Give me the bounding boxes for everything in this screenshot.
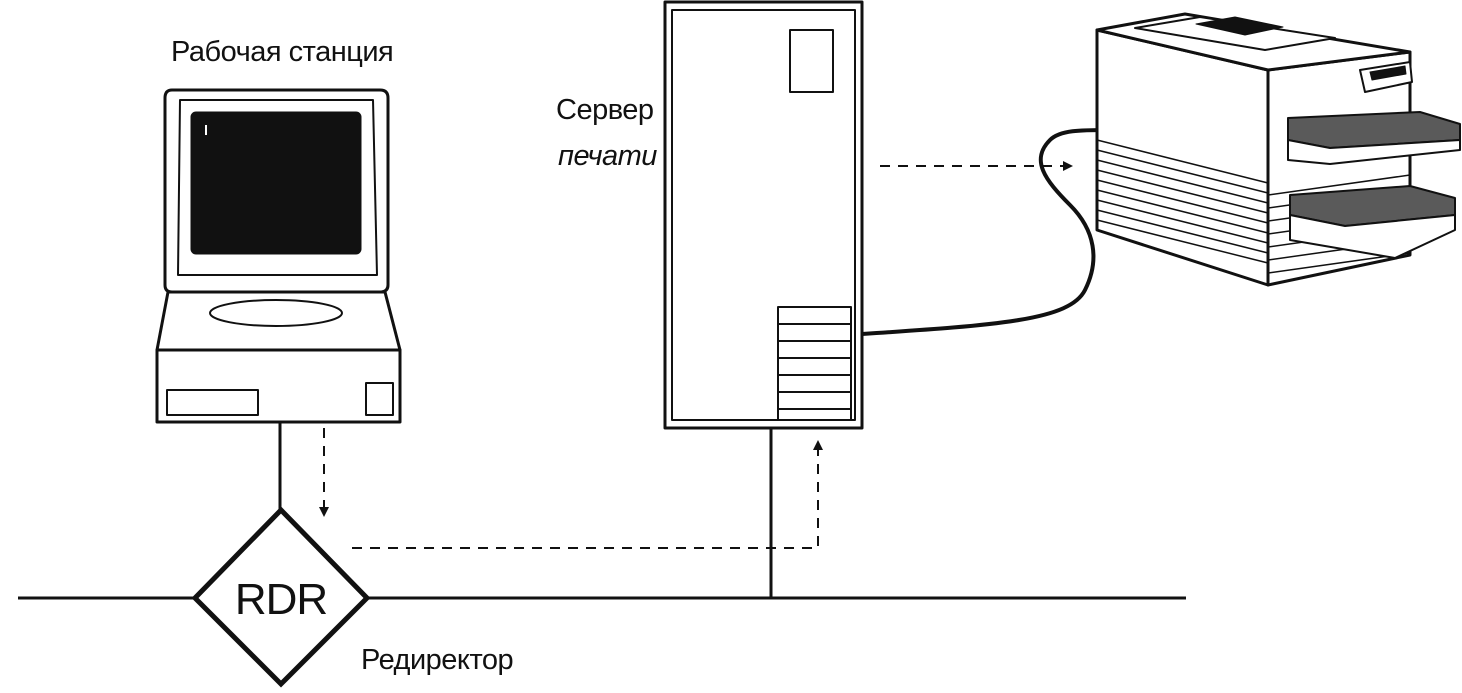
printer	[1095, 12, 1461, 287]
print-server-label-line2: печати	[558, 140, 657, 172]
redirector-label: Редиректор	[361, 644, 514, 676]
print-server-label-line1: Сервер	[556, 94, 654, 126]
printer-cable	[861, 128, 1111, 336]
drive-slot	[166, 389, 259, 416]
printer-upper-tray	[1287, 111, 1461, 165]
rdr-redirector-node	[191, 506, 371, 688]
data-flow-arrows	[319, 161, 1073, 549]
workstation-label: Рабочая станция	[171, 36, 394, 68]
monitor-screen	[190, 111, 362, 255]
flow-rdr-to-server	[352, 440, 823, 549]
server-drive-bays	[777, 306, 852, 421]
print-server-tower	[663, 0, 864, 430]
drive-button	[365, 382, 394, 416]
rdr-label: RDR	[235, 575, 327, 624]
server-panel	[789, 29, 834, 93]
printer-lower-tray	[1289, 185, 1456, 259]
workstation-computer	[155, 88, 402, 424]
